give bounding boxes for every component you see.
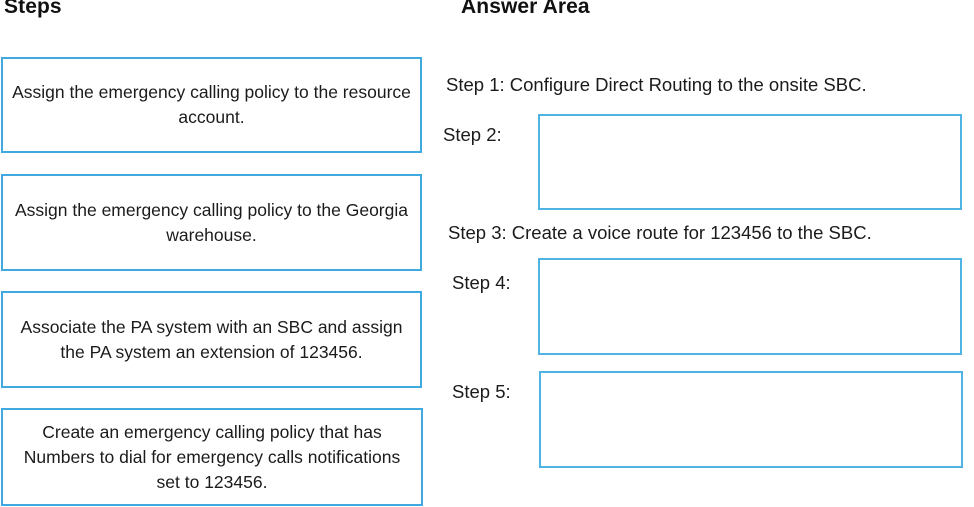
answer-slot-label-step-2: Step 2:: [443, 124, 502, 145]
answer-area-heading: Answer Area: [461, 0, 590, 18]
steps-column: Steps Assign the emergency calling polic…: [0, 0, 440, 507]
answer-dropbox-step-2[interactable]: [538, 114, 962, 210]
step-option-card[interactable]: Create an emergency calling policy that …: [1, 408, 423, 506]
step-option-card-label: Associate the PA system with an SBC and …: [20, 316, 403, 362]
answer-slot-label-step-4: Step 4:: [452, 272, 511, 293]
answer-dropbox-step-4[interactable]: [538, 258, 962, 355]
answer-row-step-1: Step 1: Configure Direct Routing to the …: [446, 74, 867, 95]
answer-area-column: Answer Area Step 1: Configure Direct Rou…: [440, 0, 974, 507]
step-option-card-label: Assign the emergency calling policy to t…: [15, 199, 408, 245]
step-option-card[interactable]: Assign the emergency calling policy to t…: [1, 174, 422, 271]
steps-column-heading: Steps: [4, 0, 62, 18]
answer-row-step-3: Step 3: Create a voice route for 123456 …: [448, 222, 872, 243]
step-option-card[interactable]: Assign the emergency calling policy to t…: [1, 57, 422, 153]
answer-dropbox-step-5[interactable]: [539, 371, 963, 468]
step-option-card[interactable]: Associate the PA system with an SBC and …: [1, 291, 422, 388]
answer-slot-label-step-5: Step 5:: [452, 381, 511, 402]
step-option-card-label: Create an emergency calling policy that …: [23, 421, 401, 492]
step-option-card-label: Assign the emergency calling policy to t…: [12, 82, 411, 127]
